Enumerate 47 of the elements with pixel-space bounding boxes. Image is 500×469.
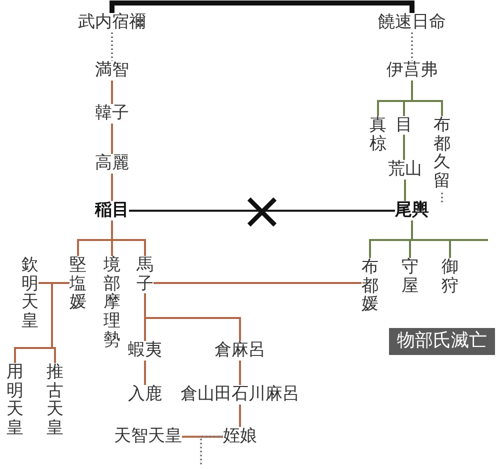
connector-line [111,32,113,61]
connector-line [110,0,414,13]
name-label: 天智天皇 [114,427,182,447]
name-label: 満智 [95,61,129,81]
name-label: 饒速日命 [378,13,446,33]
connector-line [411,32,413,61]
name-label: 倉山田石川麻呂 [180,385,300,405]
connector-line [154,282,362,284]
name-label: 倉麻呂 [214,341,266,361]
connector-line [239,404,241,427]
connector-line [200,436,223,466]
connector-line [144,360,146,385]
name-label: 荒山 [388,160,422,180]
name-label: 伊莒弗 [386,61,438,81]
connector-line [111,220,146,256]
name-label: 稲目 [95,201,129,221]
connector-line [404,180,406,201]
name-label: 御狩 [442,258,458,296]
name-label: 布都媛 [362,258,378,314]
name-label: 目 [396,116,412,135]
name-label: 入鹿 [128,385,162,405]
connector-line [111,174,113,201]
name-label: 馬子 [136,256,154,294]
name-label: 堅塩媛 [70,256,86,312]
connector-line [129,210,395,212]
connector-line [144,293,241,341]
connector-line [111,124,113,154]
connector-line [403,134,405,160]
name-label: 推古天皇 [46,363,64,438]
name-label: 真椋 [370,116,386,154]
name-label: 武内宿禰 [78,13,146,33]
name-label: 守屋 [402,258,418,296]
name-label: 欽明天皇 [22,256,38,331]
connector-line [239,360,241,385]
name-label: 蝦夷 [128,341,162,361]
connector-line [51,282,70,363]
connector-line [411,220,451,258]
connector-line [182,436,223,438]
name-label: 用明天皇 [6,363,24,438]
name-label: 高麗 [95,154,129,174]
connector-line [111,80,113,104]
caption-box: 物部氏滅亡 [389,328,495,355]
name-label: 姪娘 [223,427,257,447]
name-label: 境部摩理勢 [104,256,120,350]
name-label: 韓子 [95,104,129,124]
name-label: 尾輿 [395,201,429,221]
name-label: 布都久留 [434,116,450,191]
